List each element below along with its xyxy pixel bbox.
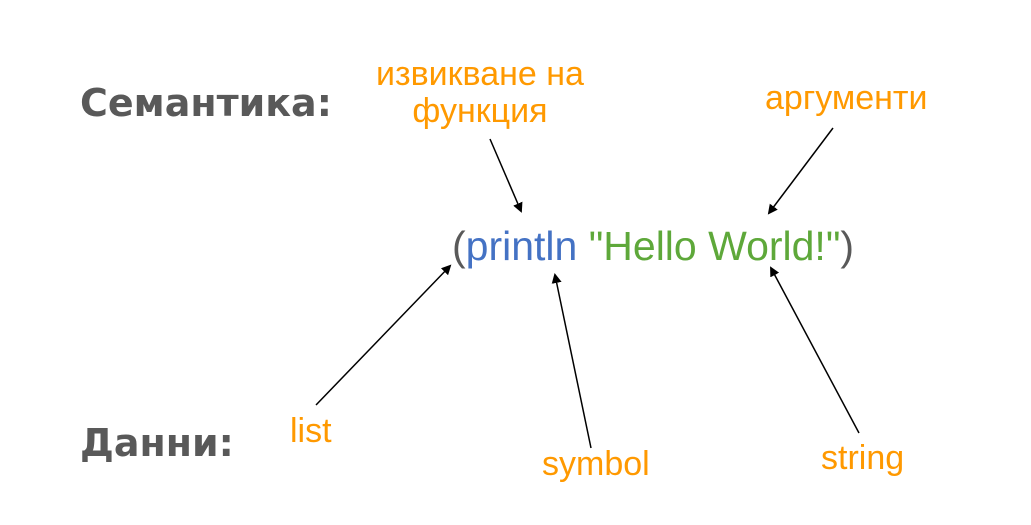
- symbol-arrow: [551, 273, 592, 449]
- string-argument: "Hello World!": [588, 223, 841, 269]
- string-arrow: [770, 266, 860, 434]
- function-symbol: println: [465, 223, 578, 269]
- data-heading: Данни:: [80, 421, 234, 465]
- symbol-annotation: symbol: [542, 445, 650, 483]
- close-paren: ): [840, 223, 855, 269]
- function-call-annotation: извикване на функция: [376, 55, 584, 131]
- code-expression: (println "Hello World!"): [452, 223, 855, 269]
- function-call-annotation-line1: извикване на: [376, 55, 584, 93]
- list-arrow: [315, 264, 452, 406]
- string-annotation: string: [821, 439, 905, 477]
- function-call-arrow: [489, 138, 523, 213]
- semantics-heading: Семантика:: [80, 81, 332, 125]
- arguments-arrow: [767, 127, 834, 215]
- function-call-annotation-line2: функция: [412, 92, 548, 131]
- open-paren: (: [452, 223, 466, 269]
- list-annotation: list: [290, 412, 332, 450]
- arguments-annotation: аргументи: [765, 79, 928, 117]
